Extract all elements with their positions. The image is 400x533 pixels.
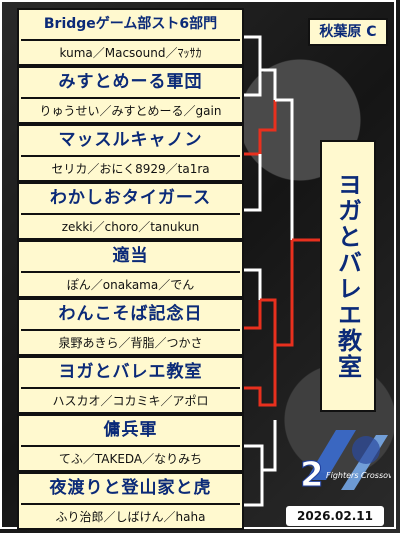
- divider: [21, 387, 240, 389]
- team-card: 夜渡りと登山家と虎 ふり治郎／しばけん／haha: [17, 472, 244, 530]
- bracket-line: [244, 470, 264, 507]
- team-card: Bridgeゲーム部スト6部門 kuma／Macsound／ﾏｯｻｶ: [17, 8, 244, 66]
- team-name: みすとめーる軍団: [58, 72, 203, 92]
- team-card: ヨガとバレエ教室 ハスカオ／コカミキ／アポロ: [17, 356, 244, 414]
- bracket-line: [244, 300, 262, 330]
- team-card: わかしおタイガース zekki／choro／tanukun: [17, 182, 244, 240]
- team-card: マッスルキャノン セリカ／おにく8929／ta1ra: [17, 124, 244, 182]
- venue-label: 秋葉原 C: [308, 18, 388, 46]
- team-card: みすとめーる軍団 りゅうせい／みすとめーる／gain: [17, 66, 244, 124]
- team-card: 傭兵軍 てふ／TAKEDA／なりみち: [17, 414, 244, 472]
- divider: [21, 97, 240, 99]
- team-card: 適当 ぽん／onakama／でん: [17, 240, 244, 298]
- bracket-line: [275, 98, 294, 240]
- divider: [21, 445, 240, 447]
- team-name: 夜渡りと登山家と虎: [49, 478, 212, 498]
- divider: [21, 155, 240, 157]
- divider: [21, 329, 240, 331]
- event-date: 2026.02.11: [286, 506, 384, 526]
- bracket-line: [244, 420, 277, 472]
- winner-name: ヨガとバレエ教室: [333, 172, 362, 380]
- logo-icon: 2 Fighters Crossover: [300, 430, 400, 496]
- logo-text: Fighters Crossover: [326, 471, 391, 480]
- team-name: マッスルキャノン: [58, 130, 203, 150]
- logo-mark: 2: [300, 455, 324, 495]
- team-members: てふ／TAKEDA／なりみち: [58, 452, 203, 466]
- team-members: りゅうせい／みすとめーる／gain: [39, 104, 222, 118]
- bracket-line: [244, 35, 262, 70]
- bracket-line: [244, 345, 277, 407]
- bracket-line: [244, 268, 262, 300]
- team-card: わんこそば記念日 泉野あきら／背脂／つかさ: [17, 298, 244, 356]
- team-members: kuma／Macsound／ﾏｯｻｶ: [59, 46, 202, 60]
- team-name: わかしおタイガース: [49, 188, 212, 208]
- team-name: Bridgeゲーム部スト6部門: [43, 16, 218, 32]
- team-members: 泉野あきら／背脂／つかさ: [58, 336, 203, 350]
- divider: [21, 39, 240, 41]
- bracket-line: [260, 298, 277, 345]
- team-members: ふり治郎／しばけん／haha: [55, 510, 206, 524]
- bracket-line: [275, 240, 294, 347]
- team-name: ヨガとバレエ教室: [58, 362, 203, 382]
- team-name: 傭兵軍: [103, 420, 158, 440]
- team-name: わんこそば記念日: [58, 304, 203, 324]
- bracket-line: [244, 154, 262, 212]
- divider: [21, 503, 240, 505]
- team-members: ハスカオ／コカミキ／アポロ: [52, 394, 209, 408]
- bracket-line: [244, 70, 262, 97]
- bracket-line: [244, 100, 277, 156]
- team-members: セリカ／おにく8929／ta1ra: [51, 162, 210, 176]
- team-name: 適当: [112, 246, 149, 266]
- team-members: zekki／choro／tanukun: [61, 220, 200, 234]
- divider: [21, 213, 240, 215]
- team-members: ぽん／onakama／でん: [66, 278, 195, 292]
- event-logo: 2 Fighters Crossover: [296, 420, 400, 500]
- bracket-line: [260, 68, 277, 100]
- winner-card: ヨガとバレエ教室: [320, 140, 376, 412]
- divider: [21, 271, 240, 273]
